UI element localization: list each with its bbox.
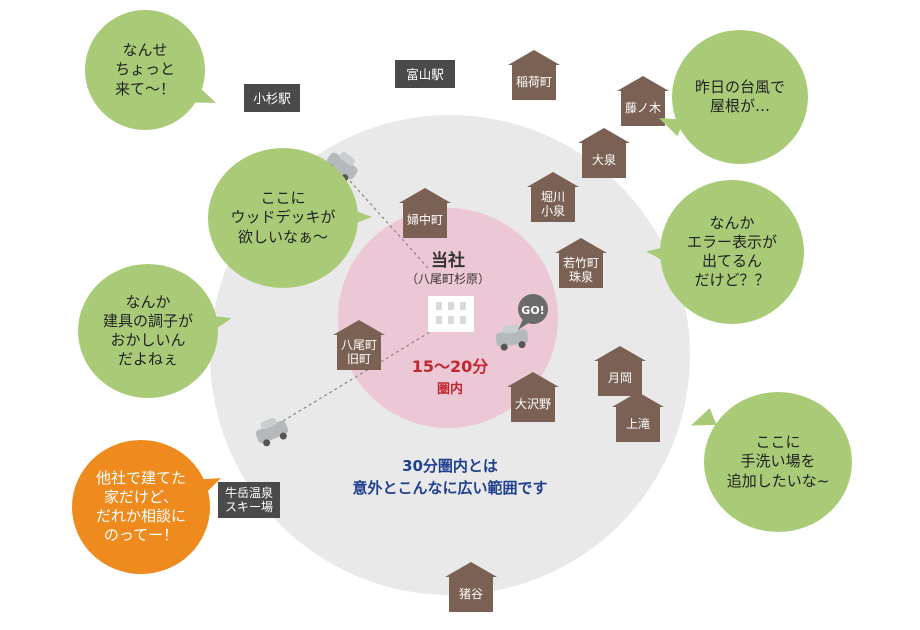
house-inari: 稲荷町 bbox=[508, 50, 560, 100]
station-toyama: 富山駅 bbox=[395, 60, 455, 88]
time-range: 15～20分 bbox=[411, 357, 489, 376]
go-badge-icon: GO! bbox=[518, 294, 548, 330]
speech-bubble-tearai: ここに 手洗い場を 追加したいな~ bbox=[704, 392, 852, 532]
speech-bubble-error: なんか エラー表示が 出てるん だけど？？ bbox=[660, 180, 804, 324]
speech-bubble-tasha: 他社で建てた 家だけど、 だれか相談に のってー！ bbox=[72, 440, 210, 574]
house-osawano: 大沢野 bbox=[507, 372, 559, 422]
speech-bubble-wooddeck: ここに ウッドデッキが 欲しいなぁ～ bbox=[208, 148, 372, 288]
house-tsukioka: 月岡 bbox=[594, 346, 646, 396]
car-icon bbox=[495, 324, 529, 351]
station-kosugi: 小杉駅 bbox=[244, 84, 300, 112]
house-yatsuo: 八尾町 旧町 bbox=[333, 320, 385, 370]
house-inotani: 猪谷 bbox=[445, 562, 497, 612]
house-oizumi: 大泉 bbox=[578, 128, 630, 178]
company-name: 当社 bbox=[431, 251, 465, 271]
speech-bubble-taifu: 昨日の台風で 屋根が… bbox=[672, 30, 808, 164]
speech-bubble-nanse: なんせ ちょっと 来て～！ bbox=[85, 10, 205, 130]
car-icon bbox=[255, 417, 289, 447]
house-fuchu: 婦中町 bbox=[399, 188, 451, 238]
speech-bubble-tategu: なんか 建具の調子が おかしいん だよねぇ bbox=[78, 264, 218, 398]
company-building-icon bbox=[428, 296, 474, 332]
house-fujinoki: 藤ノ木 bbox=[617, 76, 669, 126]
house-kamidaki: 上滝 bbox=[612, 392, 664, 442]
house-horikawa: 堀川 小泉 bbox=[527, 172, 579, 222]
time-area: 圏内 bbox=[436, 382, 463, 397]
house-wakatake: 若竹町 珠泉 bbox=[555, 238, 607, 288]
area-note: 30分圏内とは 意外とこんなに広い範囲です bbox=[352, 457, 548, 497]
company-address: （八尾町杉原） bbox=[405, 272, 490, 286]
go-label: GO! bbox=[521, 304, 544, 317]
station-ushidake: 牛岳温泉 スキー場 bbox=[218, 482, 280, 518]
